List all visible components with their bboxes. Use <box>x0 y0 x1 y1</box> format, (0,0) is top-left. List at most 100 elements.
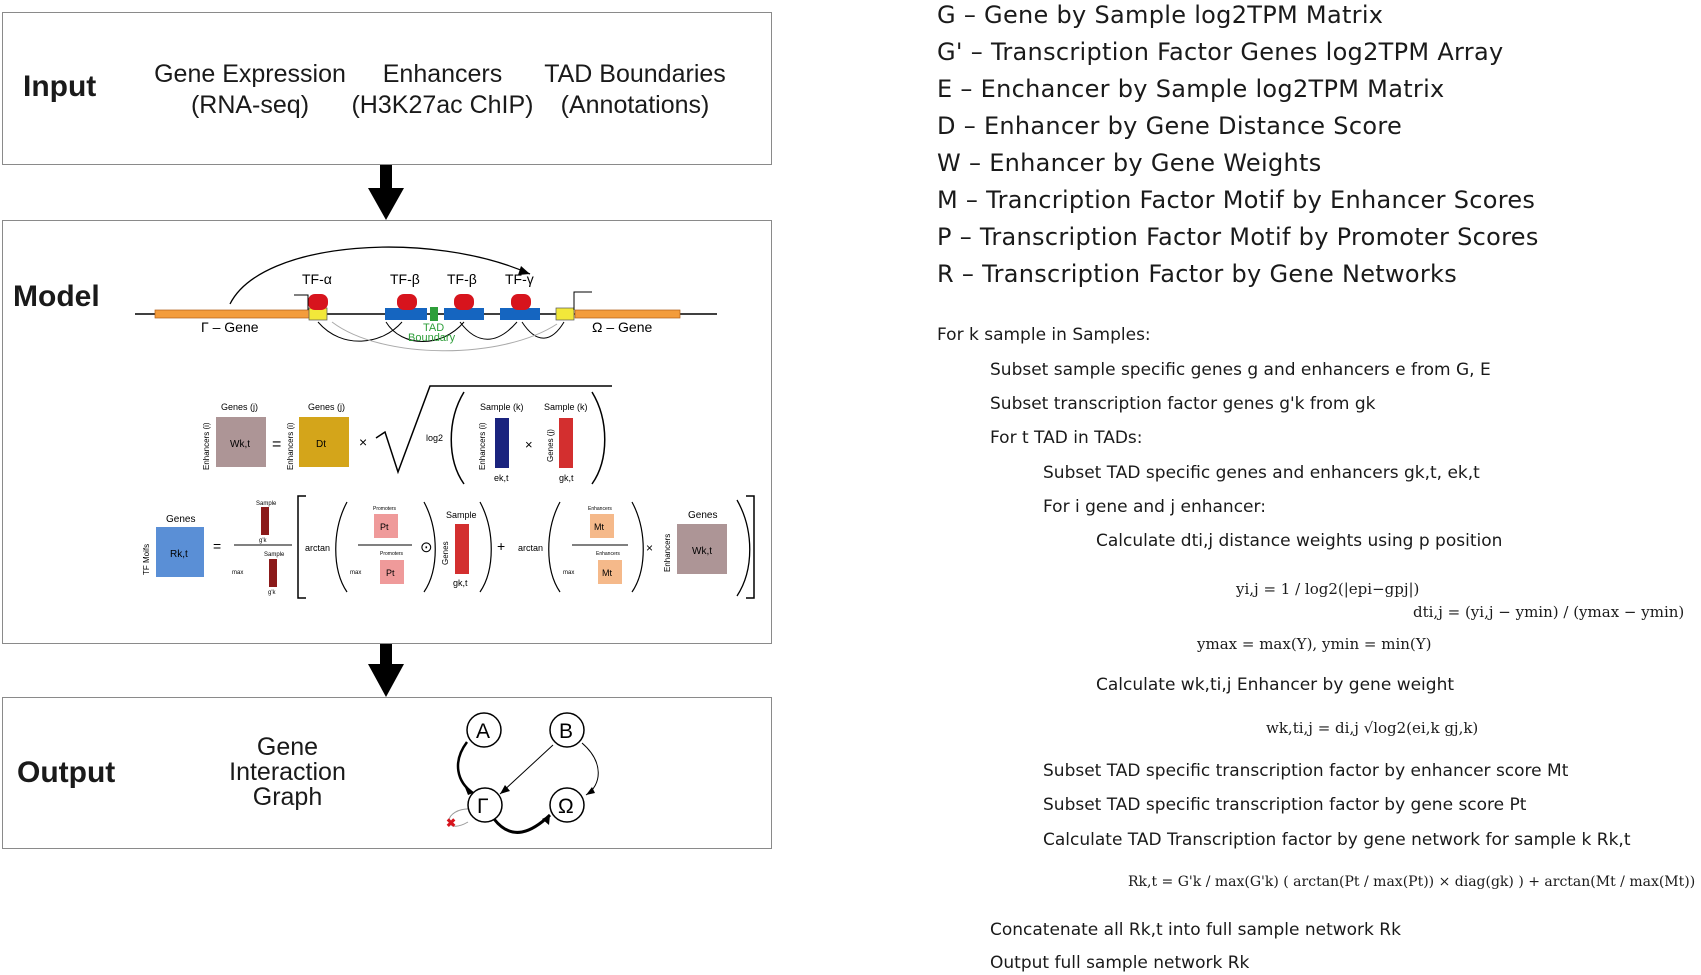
r-matrix-label: Rk,t <box>170 549 188 560</box>
tf-beta-2 <box>454 294 474 310</box>
equation-r: Rk,t = G'k / max(G'k) ( arctan(Pt / max(… <box>1128 874 1701 890</box>
bracket-left <box>297 495 306 599</box>
legend-item-g-prime: G' – Transcription Factor Genes log2TPM … <box>937 38 1504 66</box>
legend-item-r: R – Transcription Factor by Gene Network… <box>937 260 1458 288</box>
e-vector <box>495 418 509 468</box>
tf-alpha-label: TF-α <box>302 271 332 287</box>
input-gene-expression: Gene Expression (RNA-seq) <box>150 59 350 121</box>
edge-gamma-omega-head <box>542 815 550 825</box>
edge-b-gamma <box>499 744 554 795</box>
paren-w-right <box>736 499 751 597</box>
eq2-equals: = <box>213 538 221 554</box>
eq1-times-2: × <box>525 437 533 452</box>
eq1-genes-j-2: Genes (j) <box>308 402 345 412</box>
algo-line-5: Subset TAD specific genes and enhancers … <box>1043 463 1480 483</box>
network-equation: TF Moifs Genes Rk,t = Sample g'k max Sam… <box>142 495 755 599</box>
legend-item-d: D – Enhancer by Gene Distance Score <box>937 112 1403 140</box>
paren-left <box>450 391 465 485</box>
eq1-equals: = <box>272 436 281 453</box>
algo-line-13: Output full sample network Rk <box>990 953 1250 973</box>
eq2-plus: + <box>497 538 505 554</box>
g-vector-2 <box>455 524 469 574</box>
m-matrix-top <box>590 514 614 538</box>
eq1-genes-j: Genes (j) <box>221 402 258 412</box>
node-omega-label: Ω <box>558 795 574 818</box>
tf-motifs-label: TF Moifs <box>142 544 151 575</box>
tf-gamma <box>511 294 531 310</box>
g-vector-label: gk,t <box>559 473 574 483</box>
node-omega <box>549 787 585 823</box>
bracket-right <box>746 495 755 599</box>
inhibit-mark-icon: ✖ <box>446 816 456 830</box>
tf-gamma-label: TF-γ <box>505 271 534 287</box>
arctan-label-2: arctan <box>518 543 543 553</box>
output-panel <box>2 697 772 849</box>
p-matrix-top <box>374 514 398 538</box>
algo-line-6: For i gene and j enhancer: <box>1043 497 1266 517</box>
gene-right-bar <box>574 309 681 319</box>
tss-right <box>573 291 592 310</box>
w-enhancers-side: Enhancers <box>663 534 672 572</box>
loop-grey <box>331 321 558 352</box>
equation-w: wk,ti,j = di,j √log2(ei,k gj,k) <box>1266 719 1479 737</box>
node-a-label: A <box>476 720 490 743</box>
paren-right <box>591 391 606 485</box>
interaction-graph: ✖ A B Γ Ω <box>446 712 599 834</box>
p-matrix-bottom <box>380 560 404 584</box>
edge-gamma-omega <box>492 813 552 834</box>
sample-k-label-1: Sample (k) <box>480 402 524 412</box>
output-label-line: Gene <box>256 733 319 761</box>
input-panel <box>2 12 772 165</box>
paren-m-right <box>631 501 644 593</box>
gprime-sample-top: Sample <box>256 501 277 507</box>
gprime-label-top: g'k <box>259 538 267 544</box>
d-matrix <box>299 417 349 467</box>
paren-p-left <box>335 501 348 593</box>
input-tad-boundaries: TAD Boundaries (Annotations) <box>540 59 730 121</box>
edge-a-gamma-head <box>464 785 473 795</box>
edge-b-omega-head <box>586 787 595 795</box>
long-range-arrow <box>229 246 531 305</box>
eq1-genes-j-side: Genes (j) <box>546 429 555 462</box>
enhancer-2 <box>444 308 484 320</box>
enhancer-3 <box>500 308 540 320</box>
gene-left-label: Γ – Gene <box>201 319 259 335</box>
m-label-bottom: Mt <box>602 568 612 578</box>
weight-equation: Genes (j) Enhancers (i) Wk,t = Genes (j)… <box>202 385 612 485</box>
hadamard: ⊙ <box>420 539 433 556</box>
max-label-2: max <box>350 570 361 576</box>
loop-1 <box>317 321 403 342</box>
tf-alpha <box>308 294 328 310</box>
genome-schematic: TF-α TF-β TF-β TF-γ Γ – Gene Ω – Gene TA… <box>135 246 717 352</box>
m-matrix-bottom <box>598 560 622 584</box>
g-vector-2-label: gk,t <box>453 578 468 588</box>
input-title: Input <box>23 70 97 103</box>
promoters-top: Promoters <box>373 506 397 512</box>
eq1-enhancers-i-2: Enhancers (i) <box>286 422 295 470</box>
long-range-arrowhead <box>518 266 530 275</box>
equation-y: yi,j = 1 / log2(|epi−gpj|) <box>1236 580 1420 598</box>
eq1-enhancers-i: Enhancers (i) <box>202 422 211 470</box>
tss-left <box>294 294 309 310</box>
eq2-times: × <box>646 541 653 555</box>
enhancers-top: Enhancers <box>588 506 612 512</box>
edge-b-omega <box>581 742 599 796</box>
algo-line-12: Concatenate all Rk,t into full sample ne… <box>990 920 1401 940</box>
g-genes-side: Genes <box>441 541 450 565</box>
w-matrix-2 <box>677 524 727 574</box>
arrow-2-head <box>368 664 404 697</box>
node-gamma-label: Γ <box>477 795 489 818</box>
self-loop <box>448 808 473 827</box>
algo-line-10: Subset TAD specific transcription factor… <box>1043 795 1527 815</box>
gprime-label-bottom: g'k <box>268 590 276 596</box>
w-matrix-label: Wk,t <box>230 439 250 450</box>
algo-line-7: Calculate dti,j distance weights using p… <box>1096 531 1503 551</box>
max-label-3: max <box>563 570 574 576</box>
paren-p-right <box>423 501 436 593</box>
legend-item-e: E – Enchancer by Sample log2TPM Matrix <box>937 75 1445 103</box>
tf-beta-label-2: TF-β <box>447 271 477 287</box>
node-a <box>466 712 502 748</box>
input-item-line2: (H3K27ac ChIP) <box>351 91 534 119</box>
e-vector-label: ek,t <box>494 473 509 483</box>
w-matrix <box>216 417 266 467</box>
